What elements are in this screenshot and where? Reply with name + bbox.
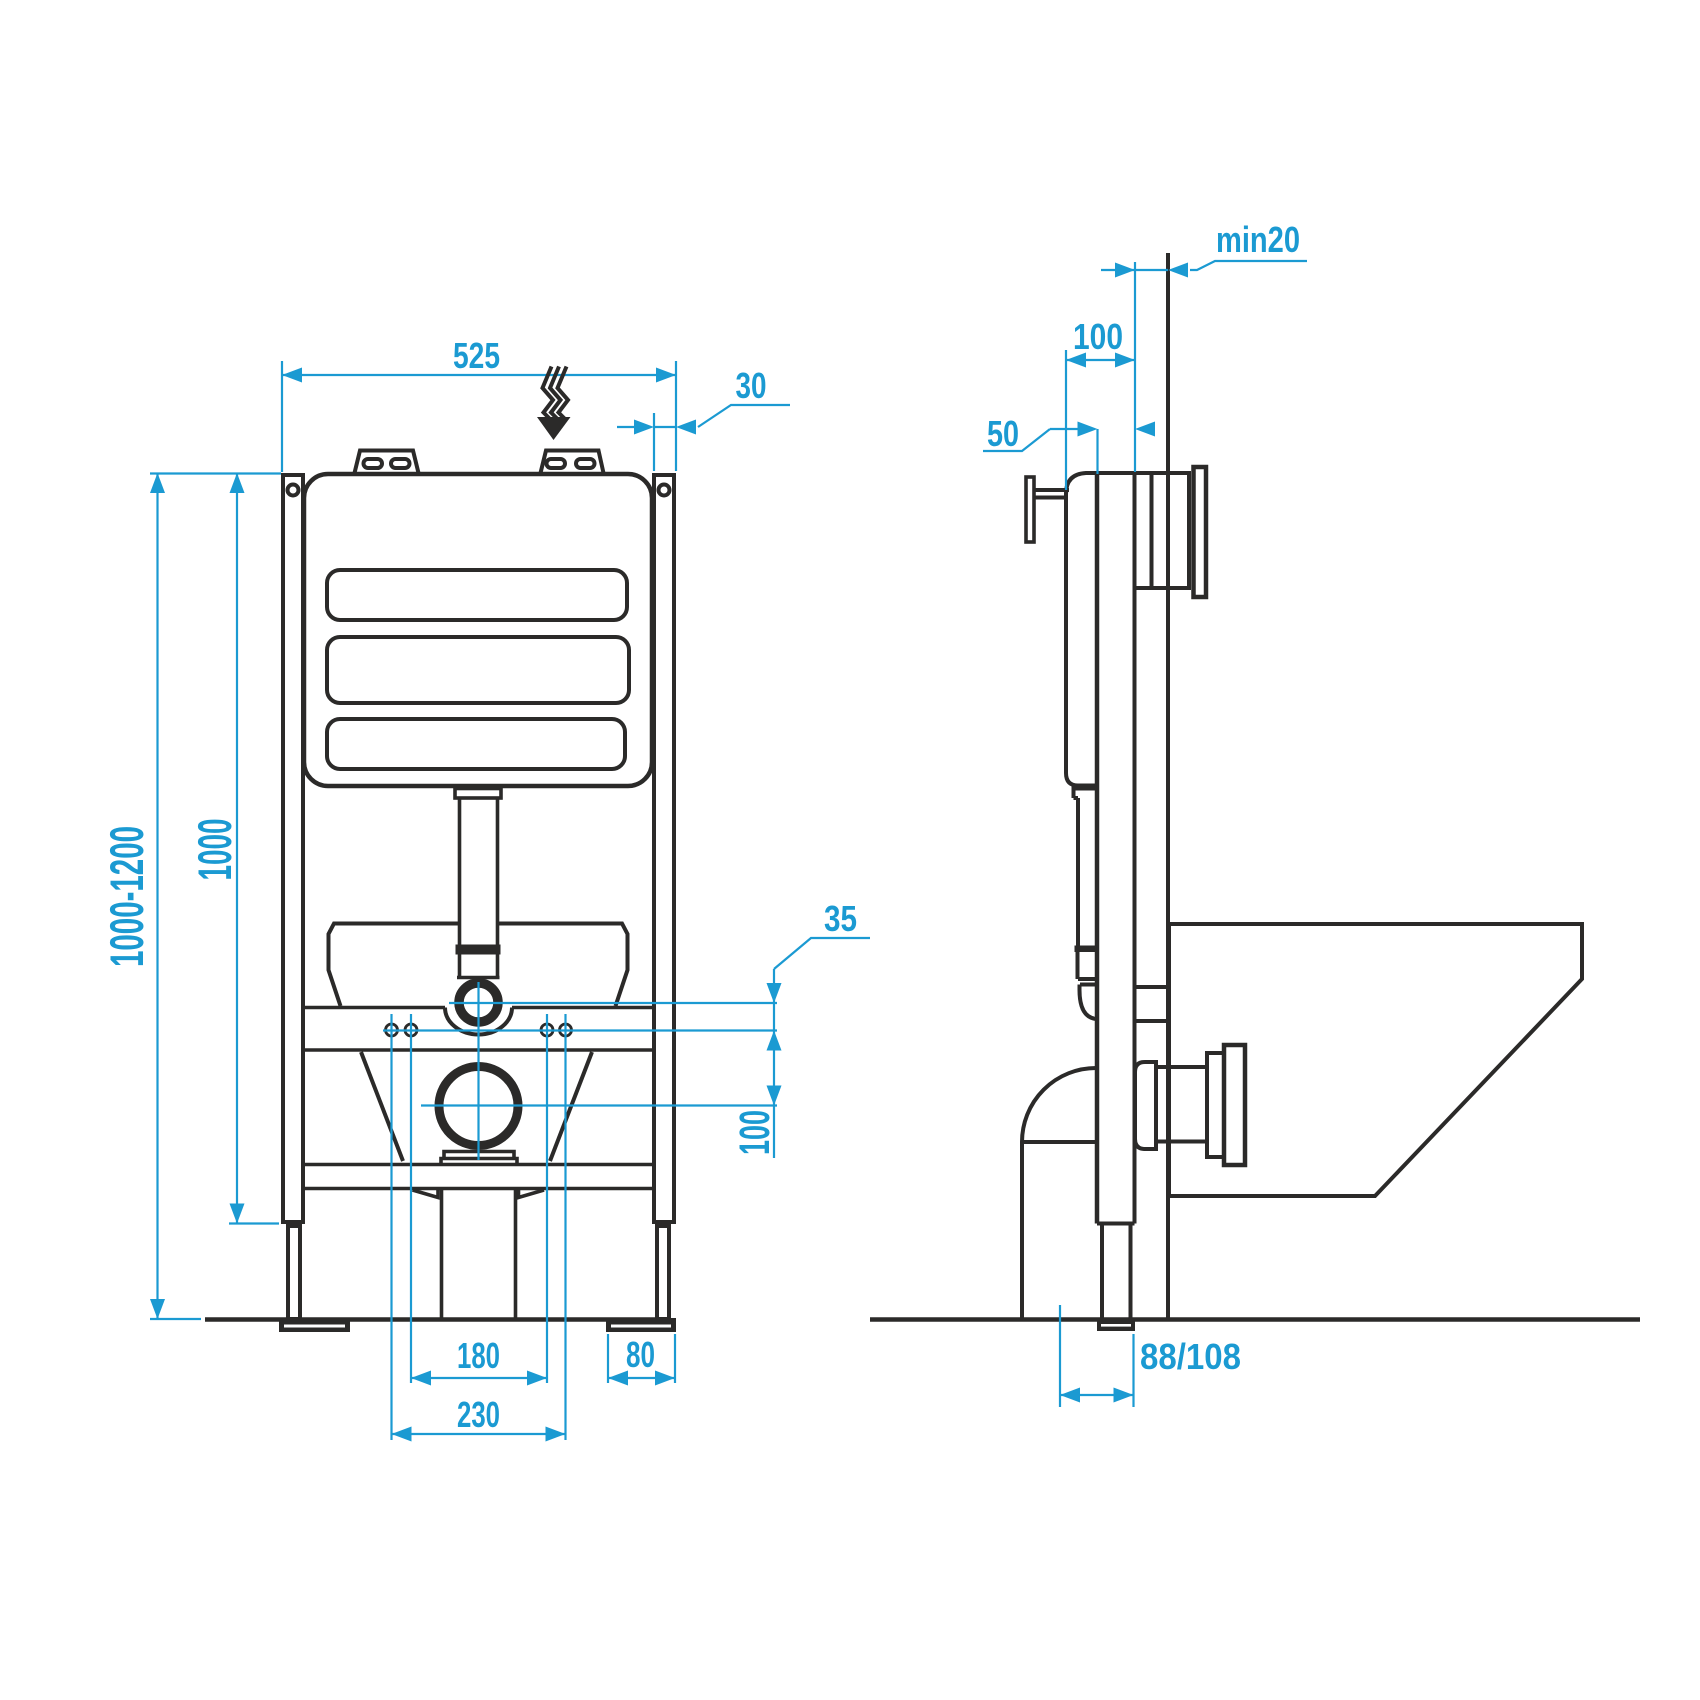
svg-text:1000: 1000 bbox=[188, 819, 241, 881]
svg-text:88/108: 88/108 bbox=[1140, 1336, 1241, 1377]
svg-text:min20: min20 bbox=[1216, 219, 1300, 260]
svg-text:50: 50 bbox=[987, 413, 1019, 454]
svg-text:180: 180 bbox=[457, 1335, 500, 1376]
svg-text:100: 100 bbox=[731, 1110, 779, 1155]
svg-text:230: 230 bbox=[457, 1394, 500, 1435]
svg-text:80: 80 bbox=[626, 1334, 655, 1375]
svg-text:525: 525 bbox=[453, 335, 500, 376]
svg-text:100: 100 bbox=[1073, 316, 1123, 357]
svg-text:1000-1200: 1000-1200 bbox=[100, 826, 153, 967]
svg-text:30: 30 bbox=[736, 365, 767, 406]
svg-text:35: 35 bbox=[824, 898, 857, 939]
